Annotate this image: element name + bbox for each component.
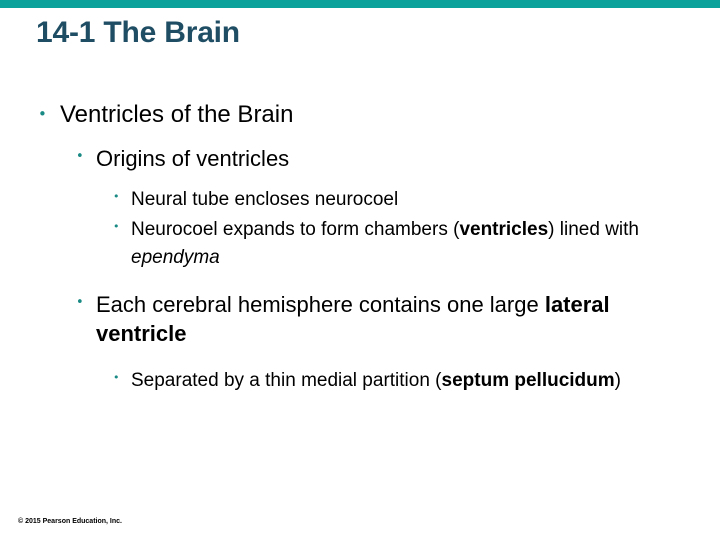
- bullet-level2-cerebral-hemisphere: • Each cerebral hemisphere contains one …: [0, 290, 720, 348]
- bullet-level3-neurocoel-expands: • Neurocoel expands to form chambers (ve…: [0, 216, 720, 272]
- bullet-level3-neural-tube: • Neural tube encloses neurocoel: [0, 186, 720, 214]
- text-run-italic: ependyma: [131, 247, 220, 268]
- text-run-plain: Neurocoel expands to form chambers (: [131, 219, 460, 240]
- bullet-dot-icon: •: [113, 220, 120, 233]
- bullet-level2-label: Each cerebral hemisphere contains one la…: [96, 290, 650, 348]
- bullet-level3-label: Separated by a thin medial partition (se…: [131, 367, 675, 395]
- text-run-plain: ): [614, 370, 621, 391]
- top-accent-bar: [0, 0, 720, 8]
- page-title: 14-1 The Brain: [36, 16, 240, 49]
- bullet-dot-icon: •: [113, 371, 120, 384]
- bullet-level1-ventricles-of-the-brain: • Ventricles of the Brain: [0, 100, 720, 130]
- spacer: [0, 134, 720, 144]
- bullet-level3-label: Neural tube encloses neurocoel: [131, 189, 399, 210]
- bullet-level3-label: Neurocoel expands to form chambers (vent…: [131, 216, 675, 272]
- bullet-level2-origins-of-ventricles: • Origins of ventricles: [0, 144, 720, 173]
- spacer: [0, 351, 720, 367]
- bullet-dot-icon: •: [76, 149, 84, 164]
- bullet-level1-label: Ventricles of the Brain: [60, 101, 294, 128]
- spacer: [0, 176, 720, 186]
- slide-body: • Ventricles of the Brain • Origins of v…: [0, 100, 720, 397]
- text-run-bold: ventricles: [459, 219, 549, 240]
- bullet-dot-icon: •: [38, 105, 47, 123]
- text-run-plain: Each cerebral hemisphere contains one la…: [96, 292, 545, 317]
- bullet-level2-label: Origins of ventricles: [96, 146, 290, 171]
- spacer: [0, 274, 720, 290]
- bullet-dot-icon: •: [76, 295, 84, 310]
- text-run-bold: lateral ventricle: [96, 292, 610, 346]
- text-run-plain: ) lined with: [548, 219, 639, 240]
- bullet-level3-septum-pellucidum: • Separated by a thin medial partition (…: [0, 367, 720, 395]
- bullet-dot-icon: •: [113, 190, 120, 203]
- footer-copyright: © 2015 Pearson Education, Inc.: [18, 518, 122, 525]
- text-run-plain: Separated by a thin medial partition (: [131, 370, 442, 391]
- text-run-bold: septum pellucidum: [441, 370, 615, 391]
